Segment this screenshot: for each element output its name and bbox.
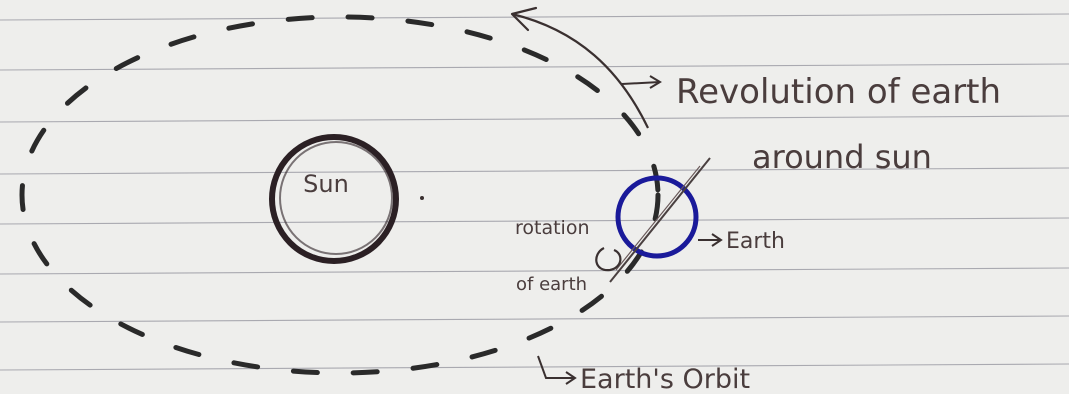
- rotation-label-line2: of earth: [516, 274, 587, 295]
- orbit-label: Earth's Orbit: [580, 364, 750, 394]
- revolution-arrow: [510, 6, 662, 129]
- earth-orbit: [19, 14, 661, 376]
- earth-axis: [609, 157, 711, 283]
- sun: Sun: [269, 134, 424, 264]
- revolution-label-line2: around sun: [752, 138, 932, 176]
- ruled-lines: [0, 13, 1069, 371]
- orbit-pointer: [537, 355, 577, 385]
- sun-dot: [420, 196, 424, 200]
- earth-pointer: [698, 233, 723, 247]
- rotation-label-line1: rotation: [515, 217, 590, 239]
- earth: [609, 157, 711, 283]
- revolution-label-line1: Revolution of earth: [676, 72, 1001, 112]
- earth-label: Earth: [726, 229, 785, 254]
- rotation-arrow: [595, 247, 622, 272]
- sun-label: Sun: [303, 170, 349, 198]
